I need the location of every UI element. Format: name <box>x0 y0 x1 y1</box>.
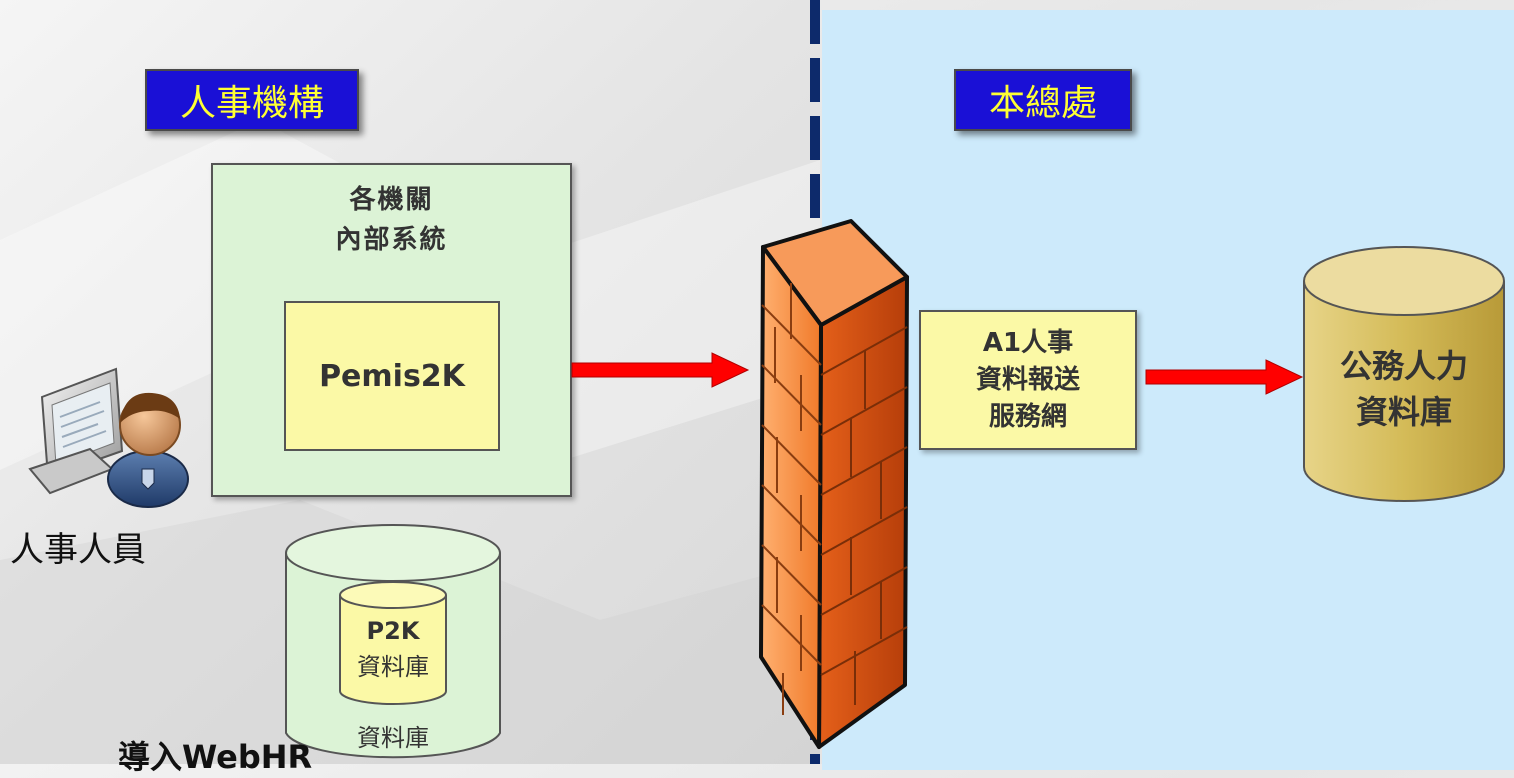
service-box-line2: 資料報送 <box>975 364 1080 395</box>
computer-user-icon <box>28 367 189 508</box>
left-region-title: 人事機構 <box>145 69 359 131</box>
inner-db-line2: 資料庫 <box>357 653 429 681</box>
firewall-brick-wall-icon <box>759 219 909 749</box>
central-db-line2: 資料庫 <box>1356 393 1452 431</box>
staff-label: 人事人員 <box>10 530 146 570</box>
webhr-label: 導入WebHR <box>118 738 313 776</box>
service-box-line1: A1人事 <box>982 327 1074 358</box>
central-database-icon: 公務人力 資料庫 <box>1303 246 1505 502</box>
system-box-line1: 各機關 <box>349 185 434 215</box>
local-database-icon: P2K 資料庫 資料庫 <box>285 524 501 759</box>
pemis2k-box: Pemis2K <box>284 301 500 451</box>
right-region-title: 本總處 <box>954 69 1132 131</box>
a1-service-box: A1人事 資料報送 服務網 <box>919 310 1137 450</box>
service-box-line3: 服務網 <box>988 401 1067 432</box>
right-arrow-icon <box>571 352 750 388</box>
outer-db-label: 資料庫 <box>357 724 429 752</box>
system-box-line2: 內部系統 <box>335 225 448 255</box>
central-db-line1: 公務人力 <box>1340 347 1468 385</box>
inner-db-line1: P2K <box>367 617 421 645</box>
right-arrow-icon-2 <box>1145 359 1304 395</box>
